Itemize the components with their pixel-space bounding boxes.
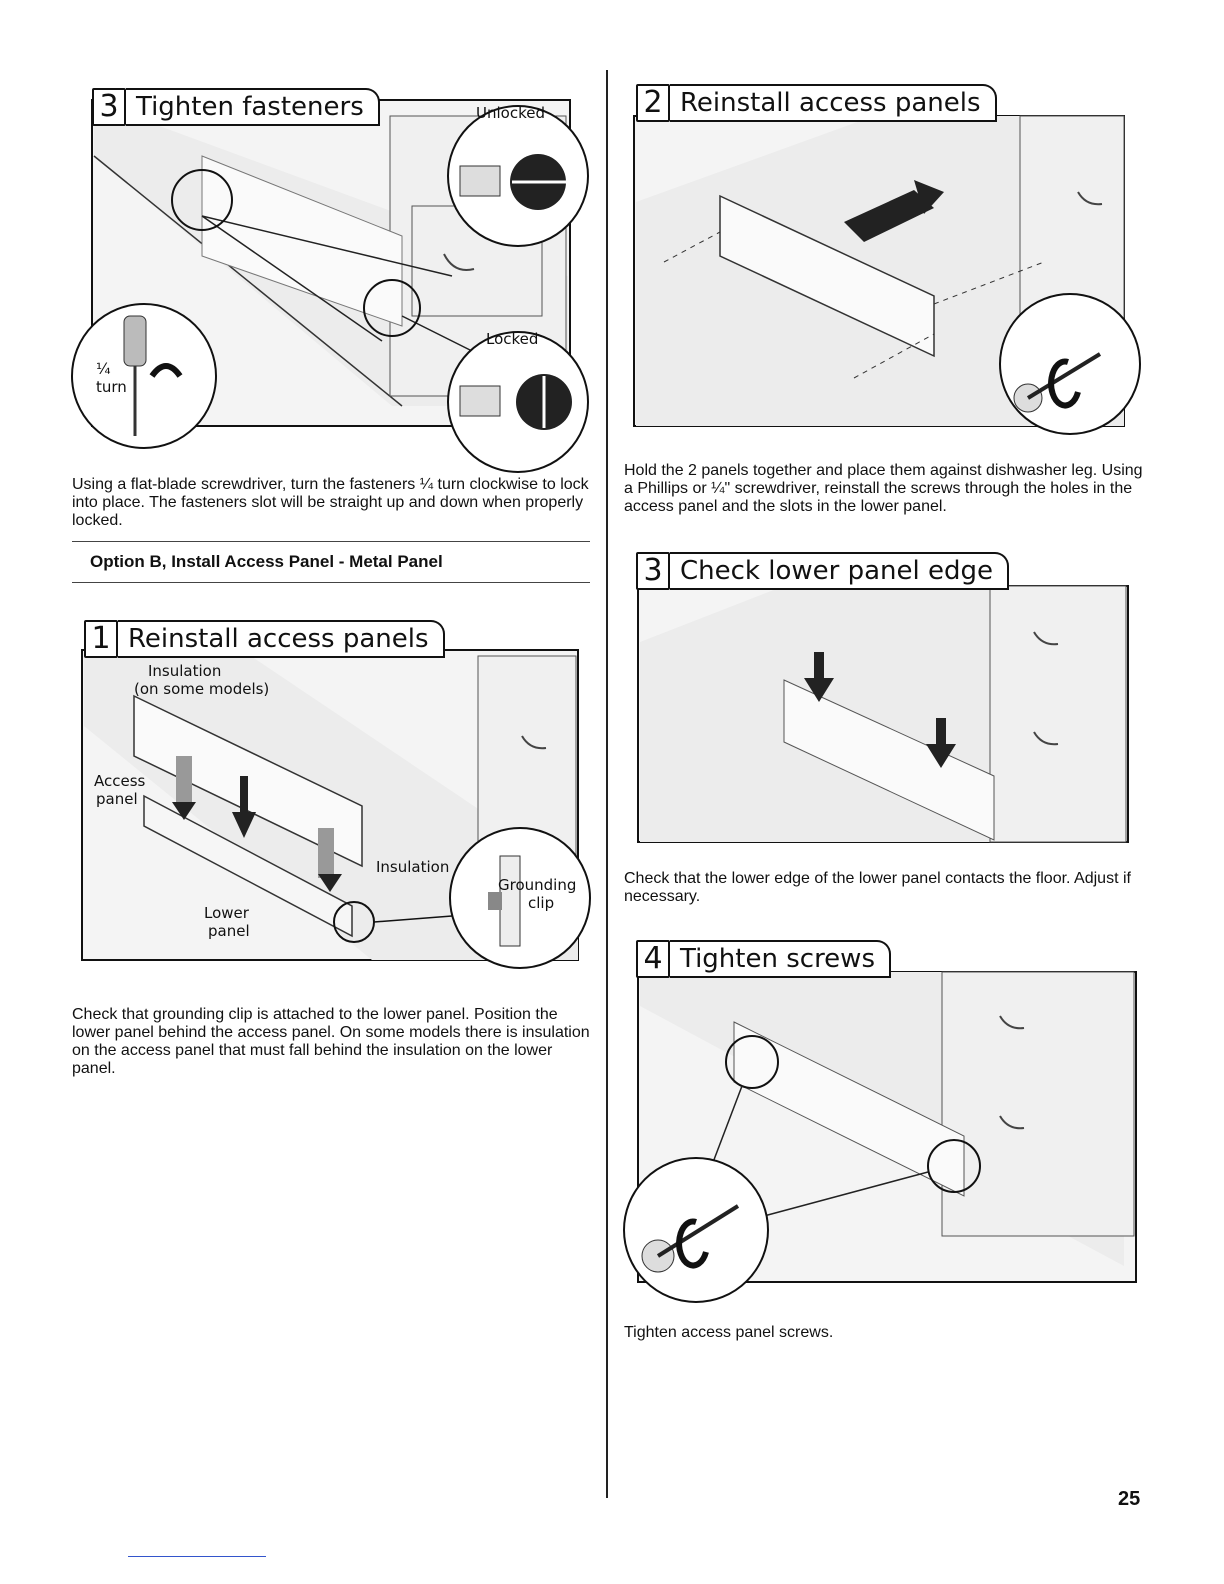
step-title: Check lower panel edge — [670, 552, 1009, 590]
grounding-label: Grounding — [498, 876, 577, 894]
reinstall-panels-1-illustration — [81, 649, 591, 969]
footer-rule — [128, 1556, 266, 1557]
step-header: 3 Tighten fasteners — [92, 88, 380, 126]
column-divider — [606, 70, 608, 1498]
step-tighten-fasteners: 3 Tighten fasteners Unlocked Locked ¼ tu… — [71, 76, 592, 473]
step-number: 2 — [636, 84, 670, 122]
clip-label: clip — [528, 894, 555, 912]
reinstall-panels-2-illustration — [633, 115, 1141, 435]
tighten-screws-illustration — [623, 971, 1137, 1303]
reinstall-panels-1-caption: Check that grounding clip is attached to… — [72, 1006, 590, 1077]
turn-label: turn — [96, 378, 127, 396]
section-heading: Option B, Install Access Panel - Metal P… — [72, 541, 590, 583]
lower-label: Lower — [204, 904, 249, 922]
section-title: Option B, Install Access Panel - Metal P… — [90, 552, 443, 571]
step-header: 3 Check lower panel edge — [636, 552, 1009, 590]
panel-label: panel — [96, 790, 138, 808]
unlocked-label: Unlocked — [476, 104, 545, 122]
check-lower-edge-illustration — [637, 585, 1129, 843]
step-title: Reinstall access panels — [670, 84, 997, 122]
tighten-screws-caption: Tighten access panel screws. — [624, 1324, 834, 1341]
tighten-fasteners-illustration — [71, 99, 589, 473]
tighten-fasteners-caption: Using a flat-blade screwdriver, turn the… — [72, 476, 589, 529]
step-reinstall-panels-1: 1 Reinstall access panels Insulation (on… — [72, 606, 592, 998]
some-models-label: (on some models) — [134, 680, 270, 698]
step-reinstall-panels-2: 2 Reinstall access panels — [624, 72, 1144, 452]
step-check-lower-edge: 3 Check lower panel edge — [624, 542, 1144, 852]
insulation-top-label: Insulation — [148, 662, 222, 680]
step-tighten-screws: 4 Tighten screws — [623, 926, 1144, 1306]
step-header: 2 Reinstall access panels — [636, 84, 997, 122]
check-lower-edge-caption: Check that the lower edge of the lower p… — [624, 870, 1131, 905]
step-number: 4 — [636, 940, 670, 978]
step-title: Tighten screws — [670, 940, 891, 978]
insulation-label: Insulation — [376, 858, 450, 876]
step-header: 4 Tighten screws — [636, 940, 891, 978]
locked-label: Locked — [486, 330, 539, 348]
access-label: Access — [94, 772, 146, 790]
reinstall-panels-2-caption: Hold the 2 panels together and place the… — [624, 462, 1143, 515]
page-number: 25 — [1118, 1488, 1141, 1510]
step-title: Reinstall access panels — [118, 620, 445, 658]
lower-panel-label: panel — [208, 922, 250, 940]
quarter-label: ¼ — [96, 360, 111, 378]
step-title: Tighten fasteners — [126, 88, 380, 126]
step-header: 1 Reinstall access panels — [84, 620, 445, 658]
step-number: 3 — [92, 88, 126, 126]
step-number: 3 — [636, 552, 670, 590]
step-number: 1 — [84, 620, 118, 658]
